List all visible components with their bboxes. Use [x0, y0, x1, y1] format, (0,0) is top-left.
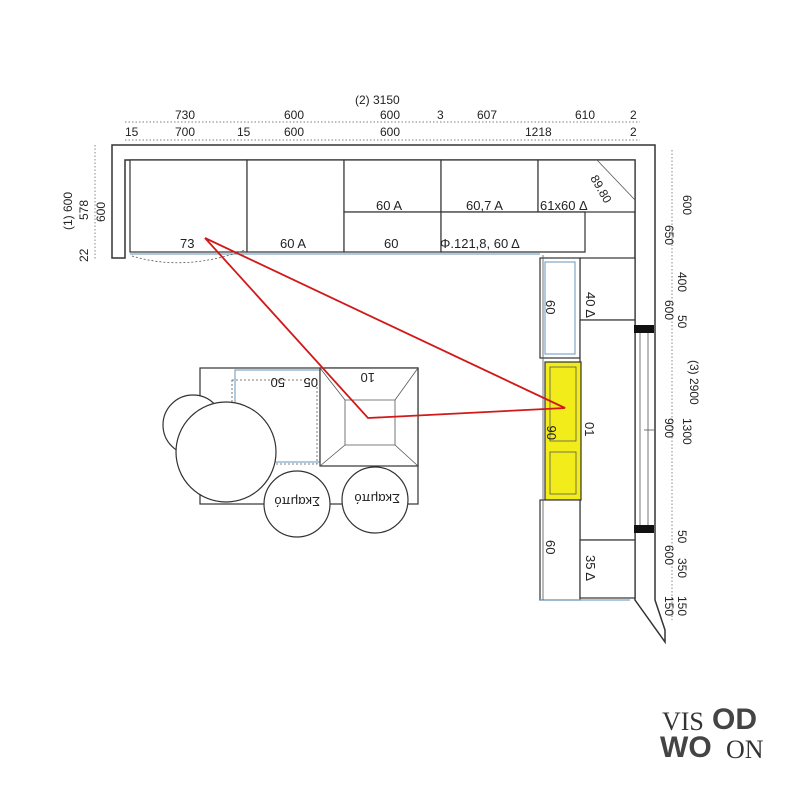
dim-right-50a: 50	[675, 315, 689, 329]
dim-top-600d: 600	[380, 125, 400, 139]
dim-top-610: 610	[575, 108, 595, 122]
dim-right-50b: 50	[675, 530, 689, 544]
dim-left-578: 578	[77, 200, 91, 220]
dim-right-1300: 1300	[680, 418, 694, 445]
dim-top-15b: 15	[237, 125, 251, 139]
dim-top-730: 730	[175, 108, 195, 122]
dim-top-700: 700	[175, 125, 195, 139]
dim-right-600a: 600	[680, 195, 694, 215]
dim-right-600b: 600	[662, 300, 676, 320]
window	[634, 325, 654, 533]
cabinet-right-tall	[579, 319, 636, 541]
cabinet-label-35: 35 Δ	[583, 555, 598, 581]
top-lower-cabinets: 73 60 A 60 Φ.121,8, 60 Δ	[130, 211, 586, 264]
dim-right-900: 900	[662, 418, 676, 438]
visiodwood-logo: VIS OD WO ON	[660, 705, 775, 765]
cabinet-top-4	[440, 159, 539, 213]
cabinet-label-60-a: 60 A	[280, 236, 306, 251]
right-dimensions: 650 600 400 50 600 (3) 2900 1300 900 50 …	[662, 150, 701, 620]
wall-outline	[111, 144, 666, 645]
top-dimensions: (2) 3150 730 600 600 3 607 610 2 15 700 …	[125, 93, 640, 141]
dim-right-150b: 150	[662, 596, 676, 616]
dim-right-150a: 150	[675, 596, 689, 616]
dim-left-22: 22	[77, 248, 91, 262]
cabinet-label-60: 60	[384, 236, 398, 251]
dim-top-15a: 15	[125, 125, 139, 139]
seating: Σκαμπό Σκαμπό	[162, 394, 409, 538]
cabinet-label-01: 01	[582, 422, 597, 436]
logo-wo: WO	[660, 731, 712, 764]
cabinet-top-5	[537, 159, 636, 213]
cabinet-right-60b	[539, 499, 581, 601]
logo-on: ON	[726, 735, 764, 764]
logo-vis: VIS	[662, 707, 704, 736]
dim-top-3: 3	[437, 108, 444, 122]
dim-total-top: (2) 3150	[355, 93, 400, 107]
cabinet-lower-4	[440, 211, 586, 253]
dim-top-607: 607	[477, 108, 497, 122]
stool-1	[263, 470, 331, 538]
top-upper-cabinets: 60 A 60,7 A 61x60 Δ 89.80	[129, 159, 636, 253]
dim-right-400: 400	[675, 272, 689, 292]
round-table	[175, 401, 277, 503]
dim-right-wall: (3) 2900	[687, 360, 701, 405]
cabinet-label-right-60a: 60	[543, 300, 558, 314]
red-connector-lines	[204, 237, 566, 419]
cabinet-label-607a: 60,7 A	[466, 198, 503, 213]
sink-highlight	[544, 361, 582, 501]
dim-right-350: 350	[675, 558, 689, 578]
cabinet-label-right-60b: 60	[543, 540, 558, 554]
dim-top-1218: 1218	[525, 125, 552, 139]
cabinet-top-1	[129, 159, 248, 253]
left-dimensions: (1) 600 578 600 22	[61, 145, 108, 262]
right-cabinets: 40 Δ 60 01 60 35 Δ 06	[539, 255, 636, 601]
cabinet-top-3	[343, 159, 442, 213]
cabinet-label-73: 73	[180, 236, 194, 251]
island-label-10: 10	[361, 370, 375, 385]
cabinet-label-06: 06	[544, 426, 559, 440]
dim-left-wall: (1) 600	[61, 192, 75, 230]
cabinet-label-61x60: 61x60 Δ	[540, 198, 588, 213]
dim-top-2a: 2	[630, 108, 637, 122]
dim-right-650: 650	[662, 225, 676, 245]
dim-top-600b: 600	[380, 108, 400, 122]
cabinet-label-60a: 60 A	[376, 198, 402, 213]
dim-top-600c: 600	[284, 125, 304, 139]
cabinet-right-lower	[579, 539, 636, 599]
cabinet-label-corner: Φ.121,8, 60 Δ	[440, 236, 520, 251]
island-label-05: 05	[304, 375, 318, 390]
logo-od: OD	[712, 703, 757, 736]
dim-left-600: 600	[94, 202, 108, 222]
dim-top-600a: 600	[284, 108, 304, 122]
stool-2	[341, 466, 409, 534]
cabinet-label-40: 40 Δ	[583, 292, 598, 318]
dim-top-2b: 2	[630, 125, 637, 139]
dim-right-600c: 600	[662, 545, 676, 565]
stool-2-label: Σκαμπό	[354, 491, 400, 506]
island-label-50: 50	[271, 375, 285, 390]
stool-1-label: Σκαμπό	[274, 494, 320, 509]
cabinet-right-60a	[539, 257, 581, 359]
